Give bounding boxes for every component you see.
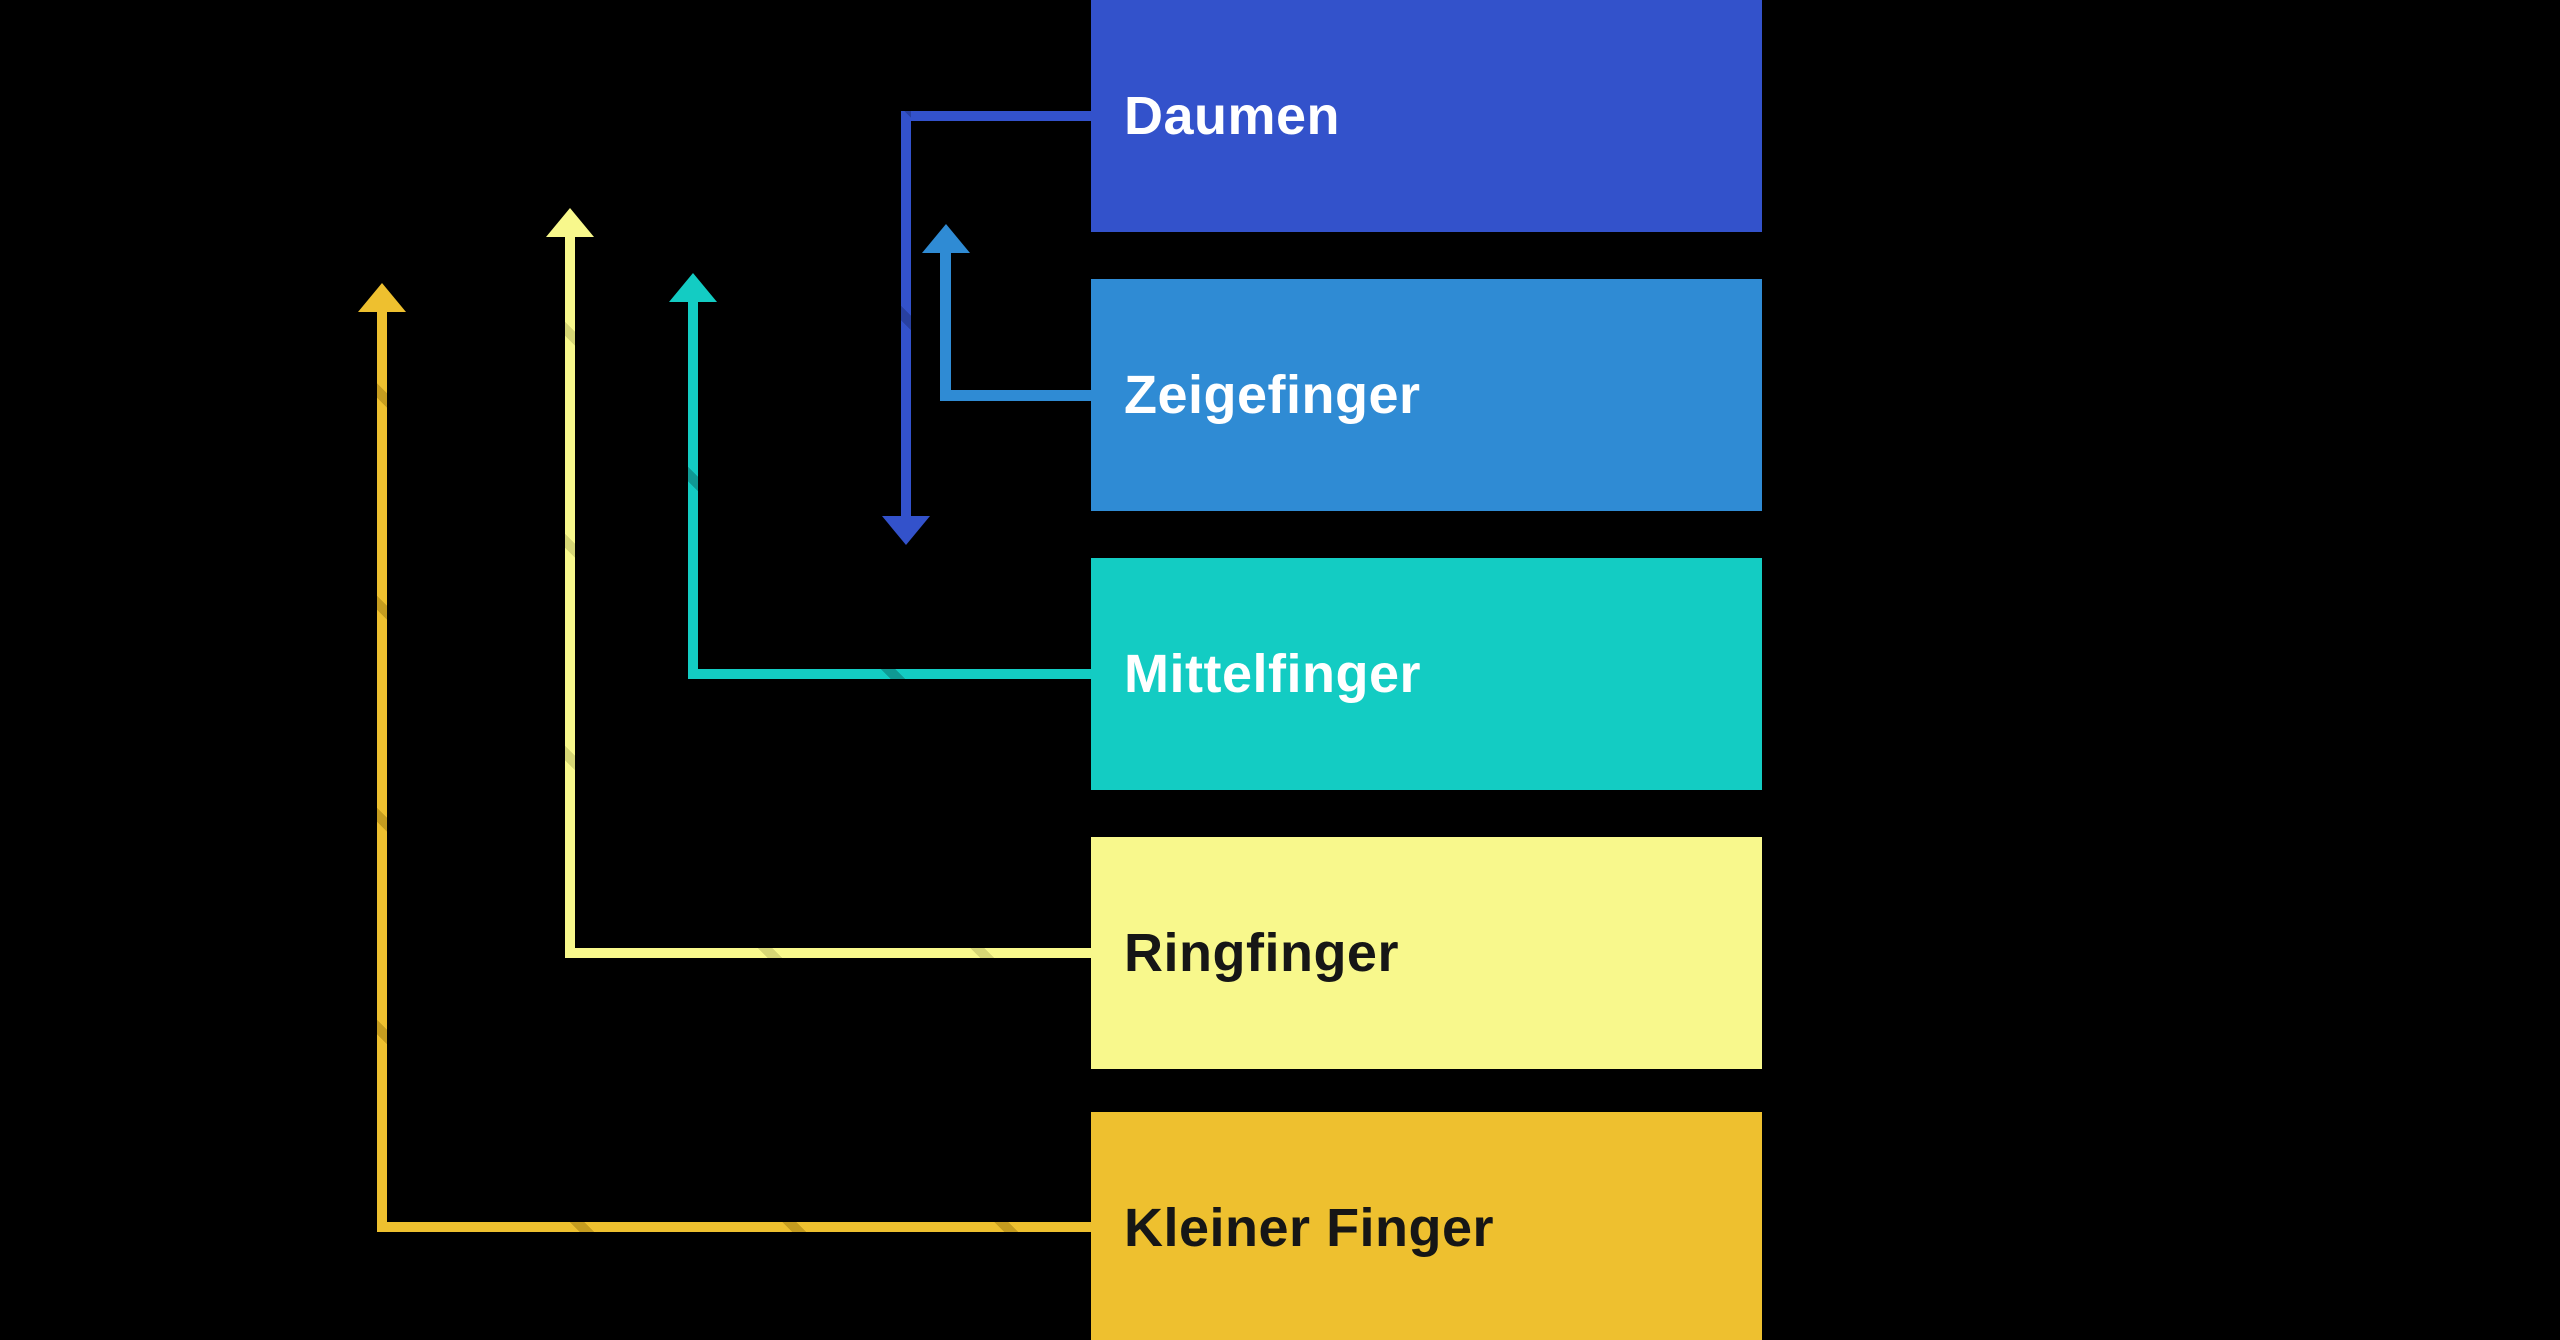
- node-ringfinger-label: Ringfinger: [1124, 923, 1399, 983]
- node-daumen-label: Daumen: [1124, 86, 1341, 146]
- kleiner-finger-arrowhead-up-icon: [358, 283, 406, 312]
- daumen-arrowhead-down-icon: [882, 516, 930, 545]
- zeigefinger-arrowhead-up-icon: [922, 224, 970, 253]
- ringfinger-arrowhead-up-icon: [546, 208, 594, 237]
- node-zeigefinger-label: Zeigefinger: [1124, 365, 1421, 425]
- zeigefinger-connector-vertical: [940, 252, 951, 401]
- daumen-connector-horizontal: [906, 111, 1091, 121]
- node-zeigefinger[interactable]: Zeigefinger: [1091, 279, 1762, 511]
- mittelfinger-arrowhead-up-icon: [669, 273, 717, 302]
- node-kleiner-finger-label: Kleiner Finger: [1124, 1198, 1495, 1258]
- node-mittelfinger-label: Mittelfinger: [1124, 644, 1421, 704]
- node-ringfinger[interactable]: Ringfinger: [1091, 837, 1762, 1069]
- zeigefinger-connector-horizontal: [945, 390, 1091, 401]
- kleiner-finger-connector-vertical: [377, 311, 387, 1232]
- daumen-connector-vertical: [901, 111, 911, 518]
- ringfinger-connector-horizontal: [570, 948, 1091, 958]
- ringfinger-connector-vertical: [565, 236, 575, 958]
- node-mittelfinger[interactable]: Mittelfinger: [1091, 558, 1762, 790]
- mittelfinger-connector-horizontal: [693, 669, 1091, 679]
- node-daumen[interactable]: Daumen: [1091, 0, 1762, 232]
- mittelfinger-connector-vertical: [688, 301, 698, 679]
- kleiner-finger-connector-horizontal: [382, 1222, 1091, 1232]
- node-kleiner-finger[interactable]: Kleiner Finger: [1091, 1112, 1762, 1340]
